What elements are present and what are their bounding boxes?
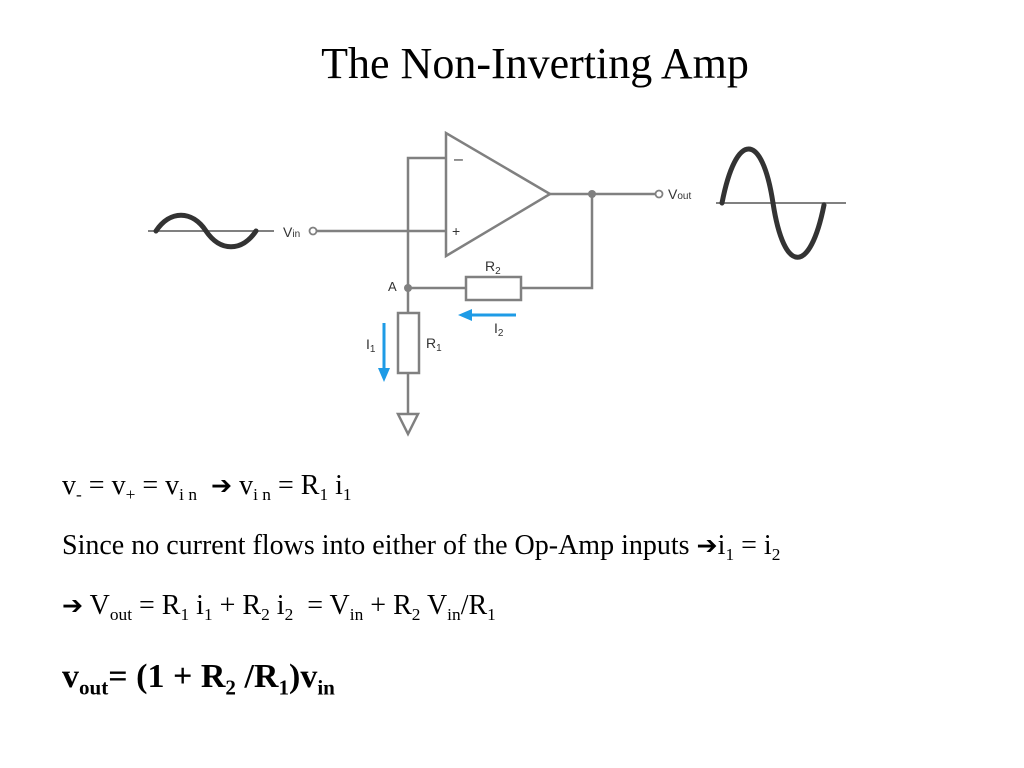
vout-label: Vout [668, 186, 691, 202]
equation-current-equality: Since no current flows into either of th… [62, 530, 781, 565]
node-a-label: A [388, 279, 397, 294]
slide-title: The Non-Inverting Amp [321, 39, 749, 88]
implies-arrow-icon: ➔ [62, 591, 84, 620]
implies-arrow-icon: ➔ [211, 471, 233, 500]
i2-current-arrow [458, 309, 516, 321]
resistor-r2 [464, 275, 523, 302]
plus-input-label: + [452, 223, 460, 239]
equation-gain-result: vout= (1 + R2 /R1)vin [62, 658, 335, 700]
r1-label: R1 [426, 335, 442, 354]
equation-voltage-equality: v- = v+ = vi n ➔ vi n = R1 i1 [62, 470, 352, 505]
vout-terminal [654, 189, 664, 199]
vin-label: Vin [283, 224, 300, 240]
r2-right-wire [519, 192, 594, 290]
resistor-r1 [396, 311, 421, 375]
implies-arrow-icon: ➔ [696, 531, 718, 560]
op-amp-triangle [444, 130, 553, 259]
ground-icon [395, 412, 421, 437]
vin-terminal [308, 226, 318, 236]
i1-label: I1 [366, 336, 376, 355]
equation-vout-derivation: ➔ Vout = R1 i1 + R2 i2 = Vin + R2 Vin/R1 [62, 590, 496, 625]
output-junction-dot [588, 190, 596, 198]
i2-label: I2 [494, 320, 504, 339]
r2-label: R2 [485, 258, 501, 277]
node-a-dot [404, 284, 412, 292]
input-waveform [148, 212, 274, 250]
i1-current-arrow [378, 323, 390, 382]
inverting-feedback-wire [406, 156, 448, 290]
output-waveform [716, 146, 846, 260]
circuit-diagram: – + Vin Vout A R2 R1 I1 I2 [148, 130, 846, 437]
wires [314, 156, 658, 416]
minus-input-label: – [454, 151, 463, 168]
